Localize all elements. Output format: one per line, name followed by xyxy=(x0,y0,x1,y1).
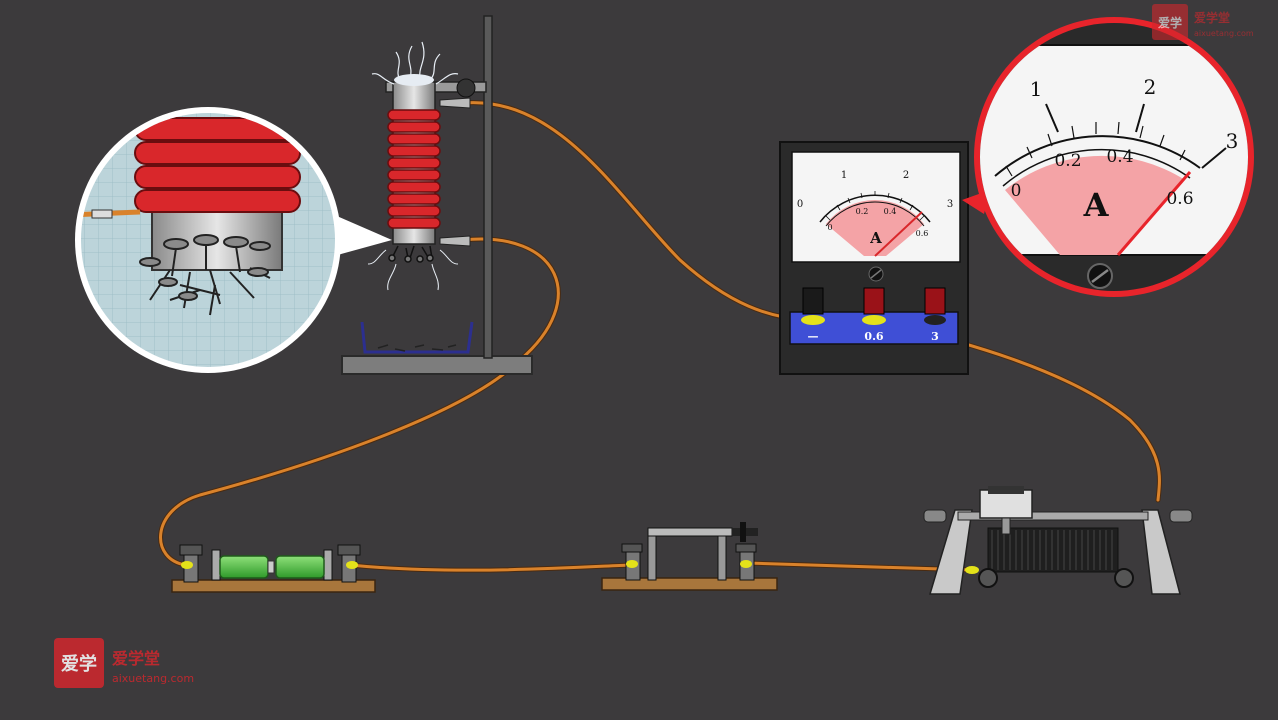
zoom-scale-top: 2 xyxy=(1144,75,1157,99)
rheostat-slider xyxy=(979,489,1033,519)
unit-symbol: A xyxy=(869,229,882,247)
terminal-3[interactable] xyxy=(924,287,946,325)
watermark-logo-icon: 爱学 爱学堂 aixuetang.com xyxy=(1152,4,1254,40)
brand-url: aixuetang.com xyxy=(1194,29,1254,38)
coil xyxy=(387,109,441,229)
terminal-label: 0.6 xyxy=(864,330,883,343)
zoom-scale-top: 3 xyxy=(1226,129,1239,153)
terminal-0-6[interactable] xyxy=(862,287,886,325)
watermark-logo-icon: 爱学 爱学堂 aixuetang.com xyxy=(54,638,194,688)
zoom-scale-top: 1 xyxy=(1030,77,1043,101)
brand-name: 爱学堂 xyxy=(1194,10,1230,25)
scale-top-label: 0 xyxy=(797,199,803,210)
zoomed-dial: 1 2 3 0 0.2 0.4 0.6 A xyxy=(962,17,1254,297)
brand-name: 爱学堂 xyxy=(112,649,160,668)
knife-switch-icon[interactable] xyxy=(601,522,778,591)
ammeter-icon: 0 1 2 3 0 0.2 0.4 0.6 A — 0.6 xyxy=(779,141,969,375)
zoom-scale-bottom: 0.4 xyxy=(1106,147,1133,167)
terminal-label: — xyxy=(808,330,819,343)
terminal-label: 3 xyxy=(931,330,939,343)
scale-bottom-label: 0.2 xyxy=(856,207,869,216)
zoom-needle xyxy=(1116,171,1192,256)
electromagnet-icon xyxy=(341,15,533,375)
scale-top-label: 2 xyxy=(903,170,909,181)
logo-badge: 爱学 xyxy=(1158,15,1182,30)
brand-url: aixuetang.com xyxy=(112,672,194,685)
zoom-unit-symbol: A xyxy=(1083,186,1110,224)
scale-bottom-label: 0.6 xyxy=(916,229,929,238)
logo-badge: 爱学 xyxy=(61,653,97,675)
zoom-scale-bottom: 0.2 xyxy=(1054,151,1081,171)
ammeter-needle xyxy=(874,211,923,257)
scale-bottom-label: 0.4 xyxy=(884,207,897,216)
tray xyxy=(360,321,474,354)
scale-top-label: 1 xyxy=(841,170,847,181)
stand-base xyxy=(341,355,533,375)
zoom-scale-bottom: 0.6 xyxy=(1166,189,1193,209)
zoom-scale-bottom: 0 xyxy=(1011,181,1022,201)
scale-top-label: 3 xyxy=(947,199,953,210)
terminal-negative[interactable] xyxy=(801,287,825,325)
stand-rod xyxy=(483,15,493,359)
battery-icon xyxy=(171,544,376,593)
rheostat-icon[interactable] xyxy=(923,486,1193,595)
magnifier-bubble-icon xyxy=(75,107,392,373)
scale-bottom-label: 0 xyxy=(827,223,832,232)
